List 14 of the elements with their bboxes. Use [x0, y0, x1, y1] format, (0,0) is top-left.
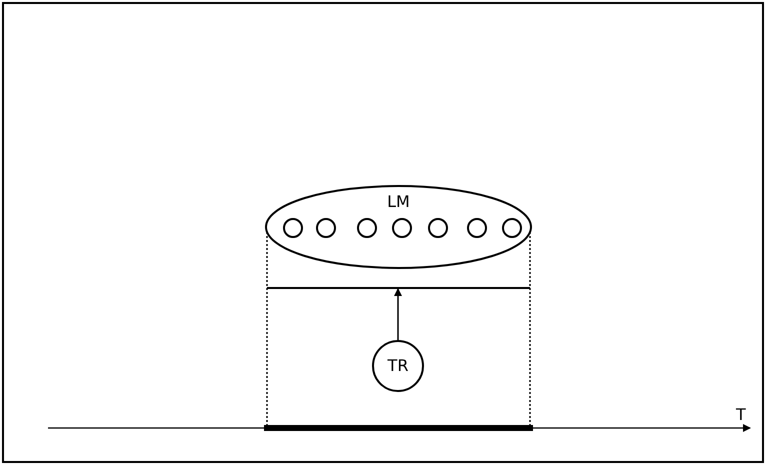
circle-node — [357, 218, 377, 238]
node-label: TR — [386, 356, 410, 375]
circle-node — [283, 218, 303, 238]
arrow — [394, 288, 402, 340]
node-label: LM — [386, 192, 411, 211]
circle-node — [467, 218, 487, 238]
horizontal-line — [267, 286, 530, 290]
circle-node — [372, 340, 424, 392]
circle-node — [502, 218, 522, 238]
circle-node — [428, 218, 448, 238]
ellipse-node — [265, 185, 532, 269]
axis-label: T — [736, 405, 746, 424]
circle-node — [316, 218, 336, 238]
circle-node — [392, 218, 412, 238]
